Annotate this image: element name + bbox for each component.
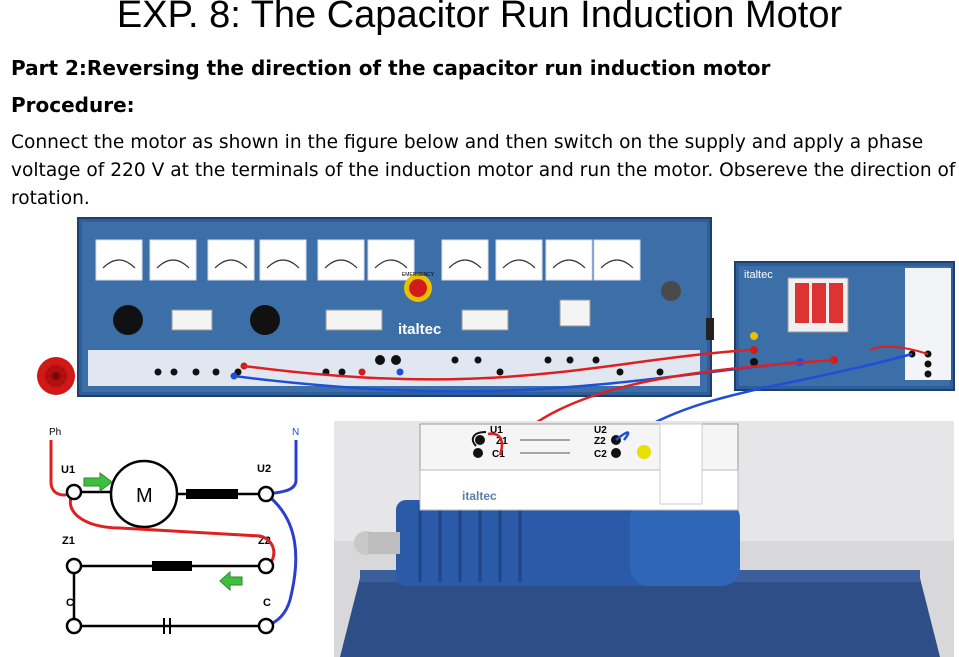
left-knob <box>113 305 143 335</box>
motor-c1: C1 <box>492 449 505 460</box>
red-wire <box>243 348 751 381</box>
motor-u2: U2 <box>594 425 607 436</box>
motor-brand: italtec <box>462 489 497 503</box>
procedure-text: Connect the motor as shown in the figure… <box>11 132 956 209</box>
label-z1: Z1 <box>62 535 75 547</box>
part-heading: Part 2:Reversing the direction of the ca… <box>11 56 771 80</box>
label-n: N <box>292 427 299 438</box>
label-c-right: C <box>263 597 271 609</box>
label-u1: U1 <box>61 464 75 476</box>
panel-brand: italtec <box>398 321 441 338</box>
arrow-right-icon <box>83 472 113 492</box>
arrow-left-icon <box>219 570 243 592</box>
motor-c2: C2 <box>594 449 607 460</box>
motor-z2: Z2 <box>594 436 606 447</box>
page-title: EXP. 8: The Capacitor Run Induction Moto… <box>116 0 843 36</box>
base-plate <box>340 578 940 657</box>
aux-winding <box>152 561 192 571</box>
emergency-label: EMERGENCY <box>402 272 435 278</box>
meter-box-brand: italtec <box>744 269 773 281</box>
right-knob <box>250 305 280 335</box>
label-ph: Ph <box>49 427 61 438</box>
motor-u1: U1 <box>490 425 503 436</box>
label-c-left: C <box>66 597 74 609</box>
procedure-heading: Procedure: <box>11 93 135 117</box>
label-u2: U2 <box>257 463 271 475</box>
motor-label: M <box>136 485 153 507</box>
main-winding <box>186 489 238 499</box>
motor-symbol <box>109 459 179 529</box>
